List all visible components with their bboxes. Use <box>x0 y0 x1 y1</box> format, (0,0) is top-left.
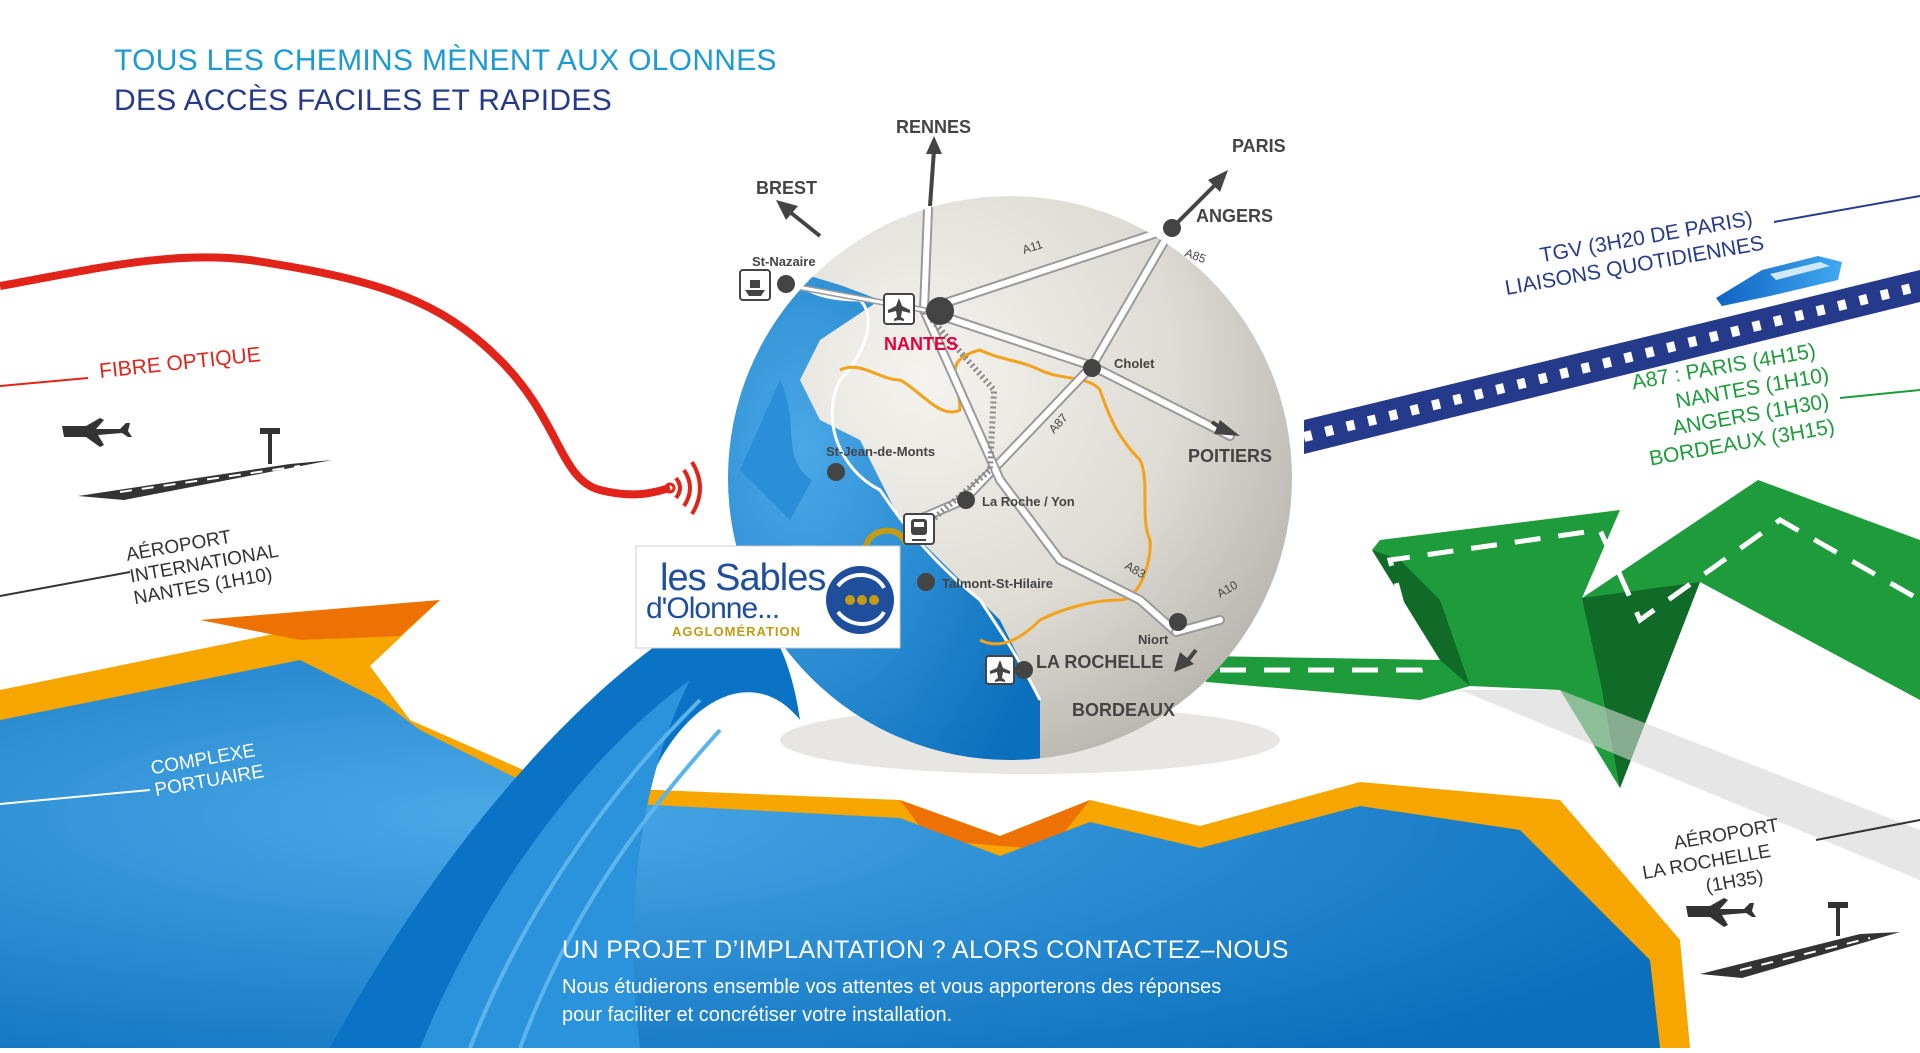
road-a11: A11 <box>1021 237 1045 257</box>
fibre-optic-label: FIBRE OPTIQUE <box>98 343 262 383</box>
city-angers: ANGERS <box>1196 206 1273 226</box>
dir-rennes: RENNES <box>896 117 971 137</box>
city-dots <box>777 219 1187 679</box>
road-network <box>789 196 1235 637</box>
airplane-nantes-icon <box>883 293 915 325</box>
town-labels: St-Nazaire Cholet St-Jean-de-Monts La Ro… <box>752 254 1169 647</box>
road-a85: A85 <box>1183 246 1208 267</box>
ferry-icon <box>739 269 771 301</box>
road-grey-ribbon <box>1460 690 1920 880</box>
les-sables-logo: les Sables d'Olonne... AGGLOMÉRATION <box>635 545 901 649</box>
cta-contact-link[interactable]: UN PROJET D’IMPLANTATION ? ALORS CONTACT… <box>562 936 1289 964</box>
dir-poitiers: POITIERS <box>1188 446 1272 466</box>
dir-paris: PARIS <box>1232 136 1286 156</box>
fibre-optic-cable <box>0 253 671 499</box>
airplane-larochelle-icon <box>985 655 1015 685</box>
dir-brest: BREST <box>756 178 817 198</box>
contact-cta: UN PROJET D’IMPLANTATION ? ALORS CONTACT… <box>562 936 1462 1029</box>
cta-title[interactable]: UN PROJET D’IMPLANTATION ? ALORS CONTACT… <box>562 936 1462 965</box>
highway-road <box>1206 480 1920 788</box>
railway-track <box>1304 270 1920 454</box>
wave-crest-lines <box>468 698 722 1049</box>
train-station-icon <box>903 513 935 545</box>
airport-larochelle-icon <box>1686 898 1900 978</box>
dir-bordeaux: BORDEAUX <box>1072 700 1175 720</box>
town-niort: Niort <box>1138 632 1169 647</box>
map-labels: RENNES PARIS BREST ANGERS POITIERS NANTE… <box>756 117 1286 720</box>
svg-text:les Sables: les Sables <box>660 557 825 599</box>
highway-lane-marking <box>1220 517 1920 673</box>
cta-text-2: pour faciliter et concrétiser votre inst… <box>562 1004 953 1026</box>
svg-text:d'Olonne...: d'Olonne... <box>646 592 779 625</box>
headline-line-2: DES ACCÈS FACILES ET RAPIDES <box>114 84 613 117</box>
town-la-roche: La Roche / Yon <box>982 494 1075 509</box>
fibre-optic-end <box>664 482 676 494</box>
tgv-label: TGV (3H20 DE PARIS) LIAISONS QUOTIDIENNE… <box>1503 207 1766 300</box>
town-cholet: Cholet <box>1114 356 1155 371</box>
headline-line-1: TOUS LES CHEMINS MÈNENT AUX OLONNES <box>114 44 777 77</box>
svg-text:AGGLOMÉRATION: AGGLOMÉRATION <box>672 624 801 639</box>
town-st-jean: St-Jean-de-Monts <box>826 444 935 459</box>
signal-waves-icon <box>674 460 702 516</box>
airport-nantes-icon <box>62 418 332 500</box>
direction-arrows <box>776 136 1240 672</box>
cta-text-1: Nous étudierons ensemble vos attentes et… <box>562 976 1222 998</box>
region-border <box>839 348 1152 646</box>
airport-nantes-label: AÉROPORT INTERNATIONAL NANTES (1H10) <box>124 527 280 610</box>
wave-highlight <box>420 680 690 1048</box>
city-nantes: NANTES <box>884 334 958 354</box>
city-larochelle: LA ROCHELLE <box>1036 652 1163 672</box>
airport-larochelle-label: AÉROPORT LA ROCHELLE (1H35) <box>1641 815 1781 897</box>
town-talmont: Talmont-St-Hilaire <box>942 576 1053 591</box>
town-st-nazaire: St-Nazaire <box>752 254 816 269</box>
shore-dark-orange-band <box>200 600 1090 850</box>
tgv-train-icon <box>1716 256 1842 306</box>
